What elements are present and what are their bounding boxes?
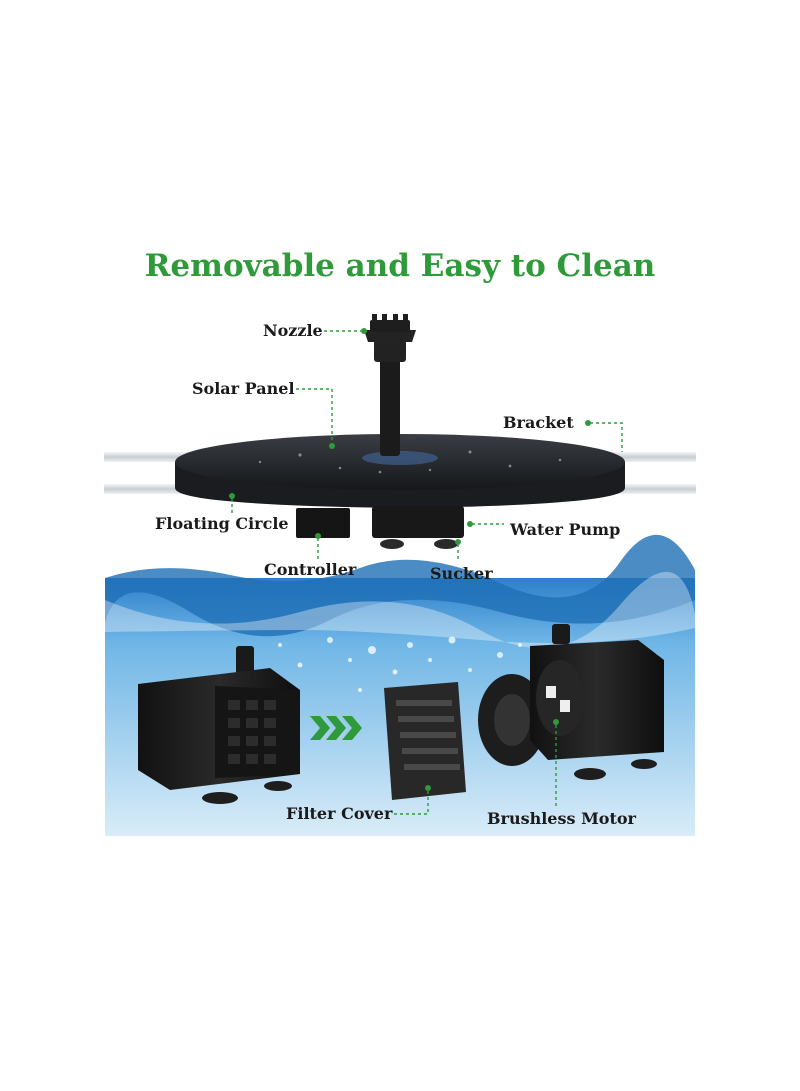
page-title: Removable and Easy to Clean [144,248,656,284]
sucker-label: Sucker [430,564,493,583]
controller-part [296,508,350,538]
nozzle-part [364,314,416,456]
brushless-motor-part [478,624,664,780]
triple-chevron-right-icon [310,716,362,740]
solar-panel-label: Solar Panel [192,379,295,398]
callout-leaders [229,328,623,815]
brushless-motor-label: Brushless Motor [487,809,636,828]
nozzle-label: Nozzle [263,321,323,340]
water-pump-label: Water Pump [510,520,621,539]
bracket-label: Bracket [503,413,574,432]
filter-cover-label: Filter Cover [286,804,393,823]
controller-label: Controller [264,560,357,579]
filter-cover-part [384,682,466,800]
water-pump-part [372,506,464,549]
bracket-rods [104,452,696,494]
pump-assembly [138,646,300,804]
floating-circle-label: Floating Circle [155,514,289,533]
